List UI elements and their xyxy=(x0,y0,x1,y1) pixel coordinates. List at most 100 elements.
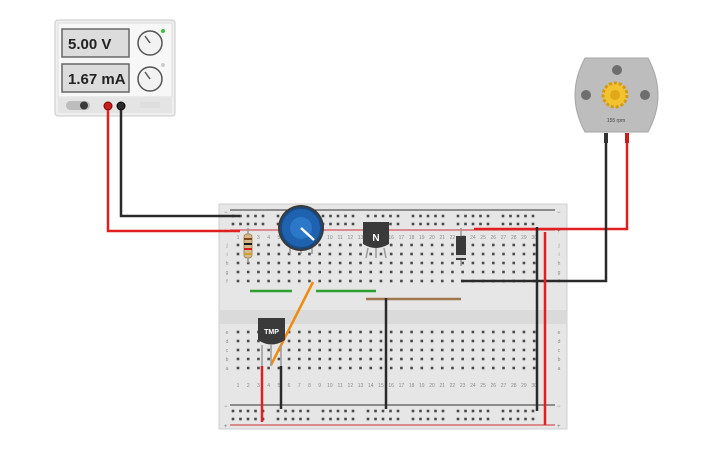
breadboard-hole[interactable] xyxy=(501,222,505,226)
breadboard-hole[interactable] xyxy=(308,339,311,343)
breadboard-hole[interactable] xyxy=(306,409,310,413)
breadboard-hole[interactable] xyxy=(379,279,383,283)
breadboard-hole[interactable] xyxy=(430,348,434,352)
breadboard-hole[interactable] xyxy=(532,261,536,265)
breadboard-hole[interactable] xyxy=(276,417,280,421)
breadboard-hole[interactable] xyxy=(267,243,270,247)
breadboard-hole[interactable] xyxy=(471,366,475,370)
breadboard-hole[interactable] xyxy=(318,339,321,343)
breadboard-hole[interactable] xyxy=(419,214,422,218)
breadboard-hole[interactable] xyxy=(410,243,413,247)
breadboard-hole[interactable] xyxy=(267,270,270,274)
breadboard-hole[interactable] xyxy=(451,357,454,361)
breadboard-hole[interactable] xyxy=(308,279,311,283)
breadboard-hole[interactable] xyxy=(461,339,464,343)
breadboard-hole[interactable] xyxy=(308,357,311,361)
breadboard-hole[interactable] xyxy=(239,214,242,218)
breadboard-hole[interactable] xyxy=(328,252,332,256)
breadboard-hole[interactable] xyxy=(267,279,270,283)
breadboard-hole[interactable] xyxy=(411,222,415,226)
breadboard-hole[interactable] xyxy=(400,243,403,247)
breadboard-hole[interactable] xyxy=(349,366,352,370)
breadboard-hole[interactable] xyxy=(471,409,475,413)
breadboard-hole[interactable] xyxy=(287,261,291,265)
breadboard-hole[interactable] xyxy=(479,409,482,413)
breadboard-hole[interactable] xyxy=(308,252,311,256)
breadboard-hole[interactable] xyxy=(410,252,413,256)
breadboard-hole[interactable] xyxy=(522,330,526,334)
breadboard-hole[interactable] xyxy=(321,214,325,218)
breadboard-hole[interactable] xyxy=(381,214,385,218)
breadboard-hole[interactable] xyxy=(308,261,311,265)
breadboard-hole[interactable] xyxy=(471,348,475,352)
breadboard-hole[interactable] xyxy=(349,330,352,334)
breadboard-hole[interactable] xyxy=(366,409,370,413)
breadboard-hole[interactable] xyxy=(246,357,250,361)
npn-transistor[interactable]: N xyxy=(363,222,389,259)
breadboard-hole[interactable] xyxy=(420,330,424,334)
breadboard-hole[interactable] xyxy=(516,222,520,226)
temperature-sensor[interactable]: TMP xyxy=(258,318,285,366)
breadboard-hole[interactable] xyxy=(516,409,520,413)
breadboard[interactable]: − + − + − + − + 112233445566778899101011… xyxy=(218,203,568,430)
breadboard-hole[interactable] xyxy=(379,330,383,334)
breadboard-holes[interactable] xyxy=(231,214,536,421)
breadboard-hole[interactable] xyxy=(512,243,516,247)
breadboard-hole[interactable] xyxy=(254,214,257,218)
breadboard-hole[interactable] xyxy=(430,279,434,283)
breadboard-hole[interactable] xyxy=(420,270,424,274)
breadboard-hole[interactable] xyxy=(434,417,437,421)
breadboard-hole[interactable] xyxy=(236,279,240,283)
breadboard-hole[interactable] xyxy=(389,417,392,421)
breadboard-hole[interactable] xyxy=(318,279,321,283)
breadboard-hole[interactable] xyxy=(246,222,250,226)
breadboard-hole[interactable] xyxy=(328,243,332,247)
breadboard-hole[interactable] xyxy=(430,252,434,256)
breadboard-hole[interactable] xyxy=(369,252,373,256)
breadboard-hole[interactable] xyxy=(524,417,527,421)
breadboard-hole[interactable] xyxy=(338,366,342,370)
breadboard-hole[interactable] xyxy=(389,252,393,256)
breadboard-hole[interactable] xyxy=(441,222,445,226)
breadboard-hole[interactable] xyxy=(411,409,415,413)
breadboard-hole[interactable] xyxy=(410,348,413,352)
breadboard-hole[interactable] xyxy=(410,279,413,283)
breadboard-hole[interactable] xyxy=(441,214,445,218)
breadboard-hole[interactable] xyxy=(389,243,393,247)
breadboard-hole[interactable] xyxy=(389,261,393,265)
breadboard-hole[interactable] xyxy=(318,252,321,256)
breadboard-hole[interactable] xyxy=(318,366,321,370)
breadboard-hole[interactable] xyxy=(441,409,445,413)
breadboard-hole[interactable] xyxy=(456,214,460,218)
breadboard-hole[interactable] xyxy=(532,357,536,361)
breadboard-hole[interactable] xyxy=(297,330,301,334)
breadboard-hole[interactable] xyxy=(400,339,403,343)
breadboard-hole[interactable] xyxy=(479,214,482,218)
breadboard-hole[interactable] xyxy=(400,252,403,256)
breadboard-hole[interactable] xyxy=(369,339,373,343)
breadboard-hole[interactable] xyxy=(461,270,464,274)
breadboard-hole[interactable] xyxy=(359,357,362,361)
breadboard-hole[interactable] xyxy=(471,417,475,421)
breadboard-hole[interactable] xyxy=(267,261,270,265)
breadboard-hole[interactable] xyxy=(440,261,444,265)
breadboard-hole[interactable] xyxy=(297,348,301,352)
breadboard-hole[interactable] xyxy=(359,339,362,343)
wire-supply-positive[interactable] xyxy=(106,110,240,233)
breadboard-hole[interactable] xyxy=(277,279,281,283)
breadboard-hole[interactable] xyxy=(379,366,383,370)
breadboard-hole[interactable] xyxy=(501,409,505,413)
breadboard-hole[interactable] xyxy=(512,357,516,361)
breadboard-hole[interactable] xyxy=(440,330,444,334)
breadboard-hole[interactable] xyxy=(509,214,512,218)
breadboard-hole[interactable] xyxy=(321,409,325,413)
breadboard-hole[interactable] xyxy=(231,417,235,421)
breadboard-hole[interactable] xyxy=(379,348,383,352)
breadboard-hole[interactable] xyxy=(236,330,240,334)
breadboard-hole[interactable] xyxy=(329,417,332,421)
voltage-knob[interactable] xyxy=(137,30,163,56)
breadboard-hole[interactable] xyxy=(481,252,485,256)
breadboard-hole[interactable] xyxy=(430,357,434,361)
breadboard-hole[interactable] xyxy=(267,252,270,256)
positive-terminal[interactable] xyxy=(103,101,113,111)
